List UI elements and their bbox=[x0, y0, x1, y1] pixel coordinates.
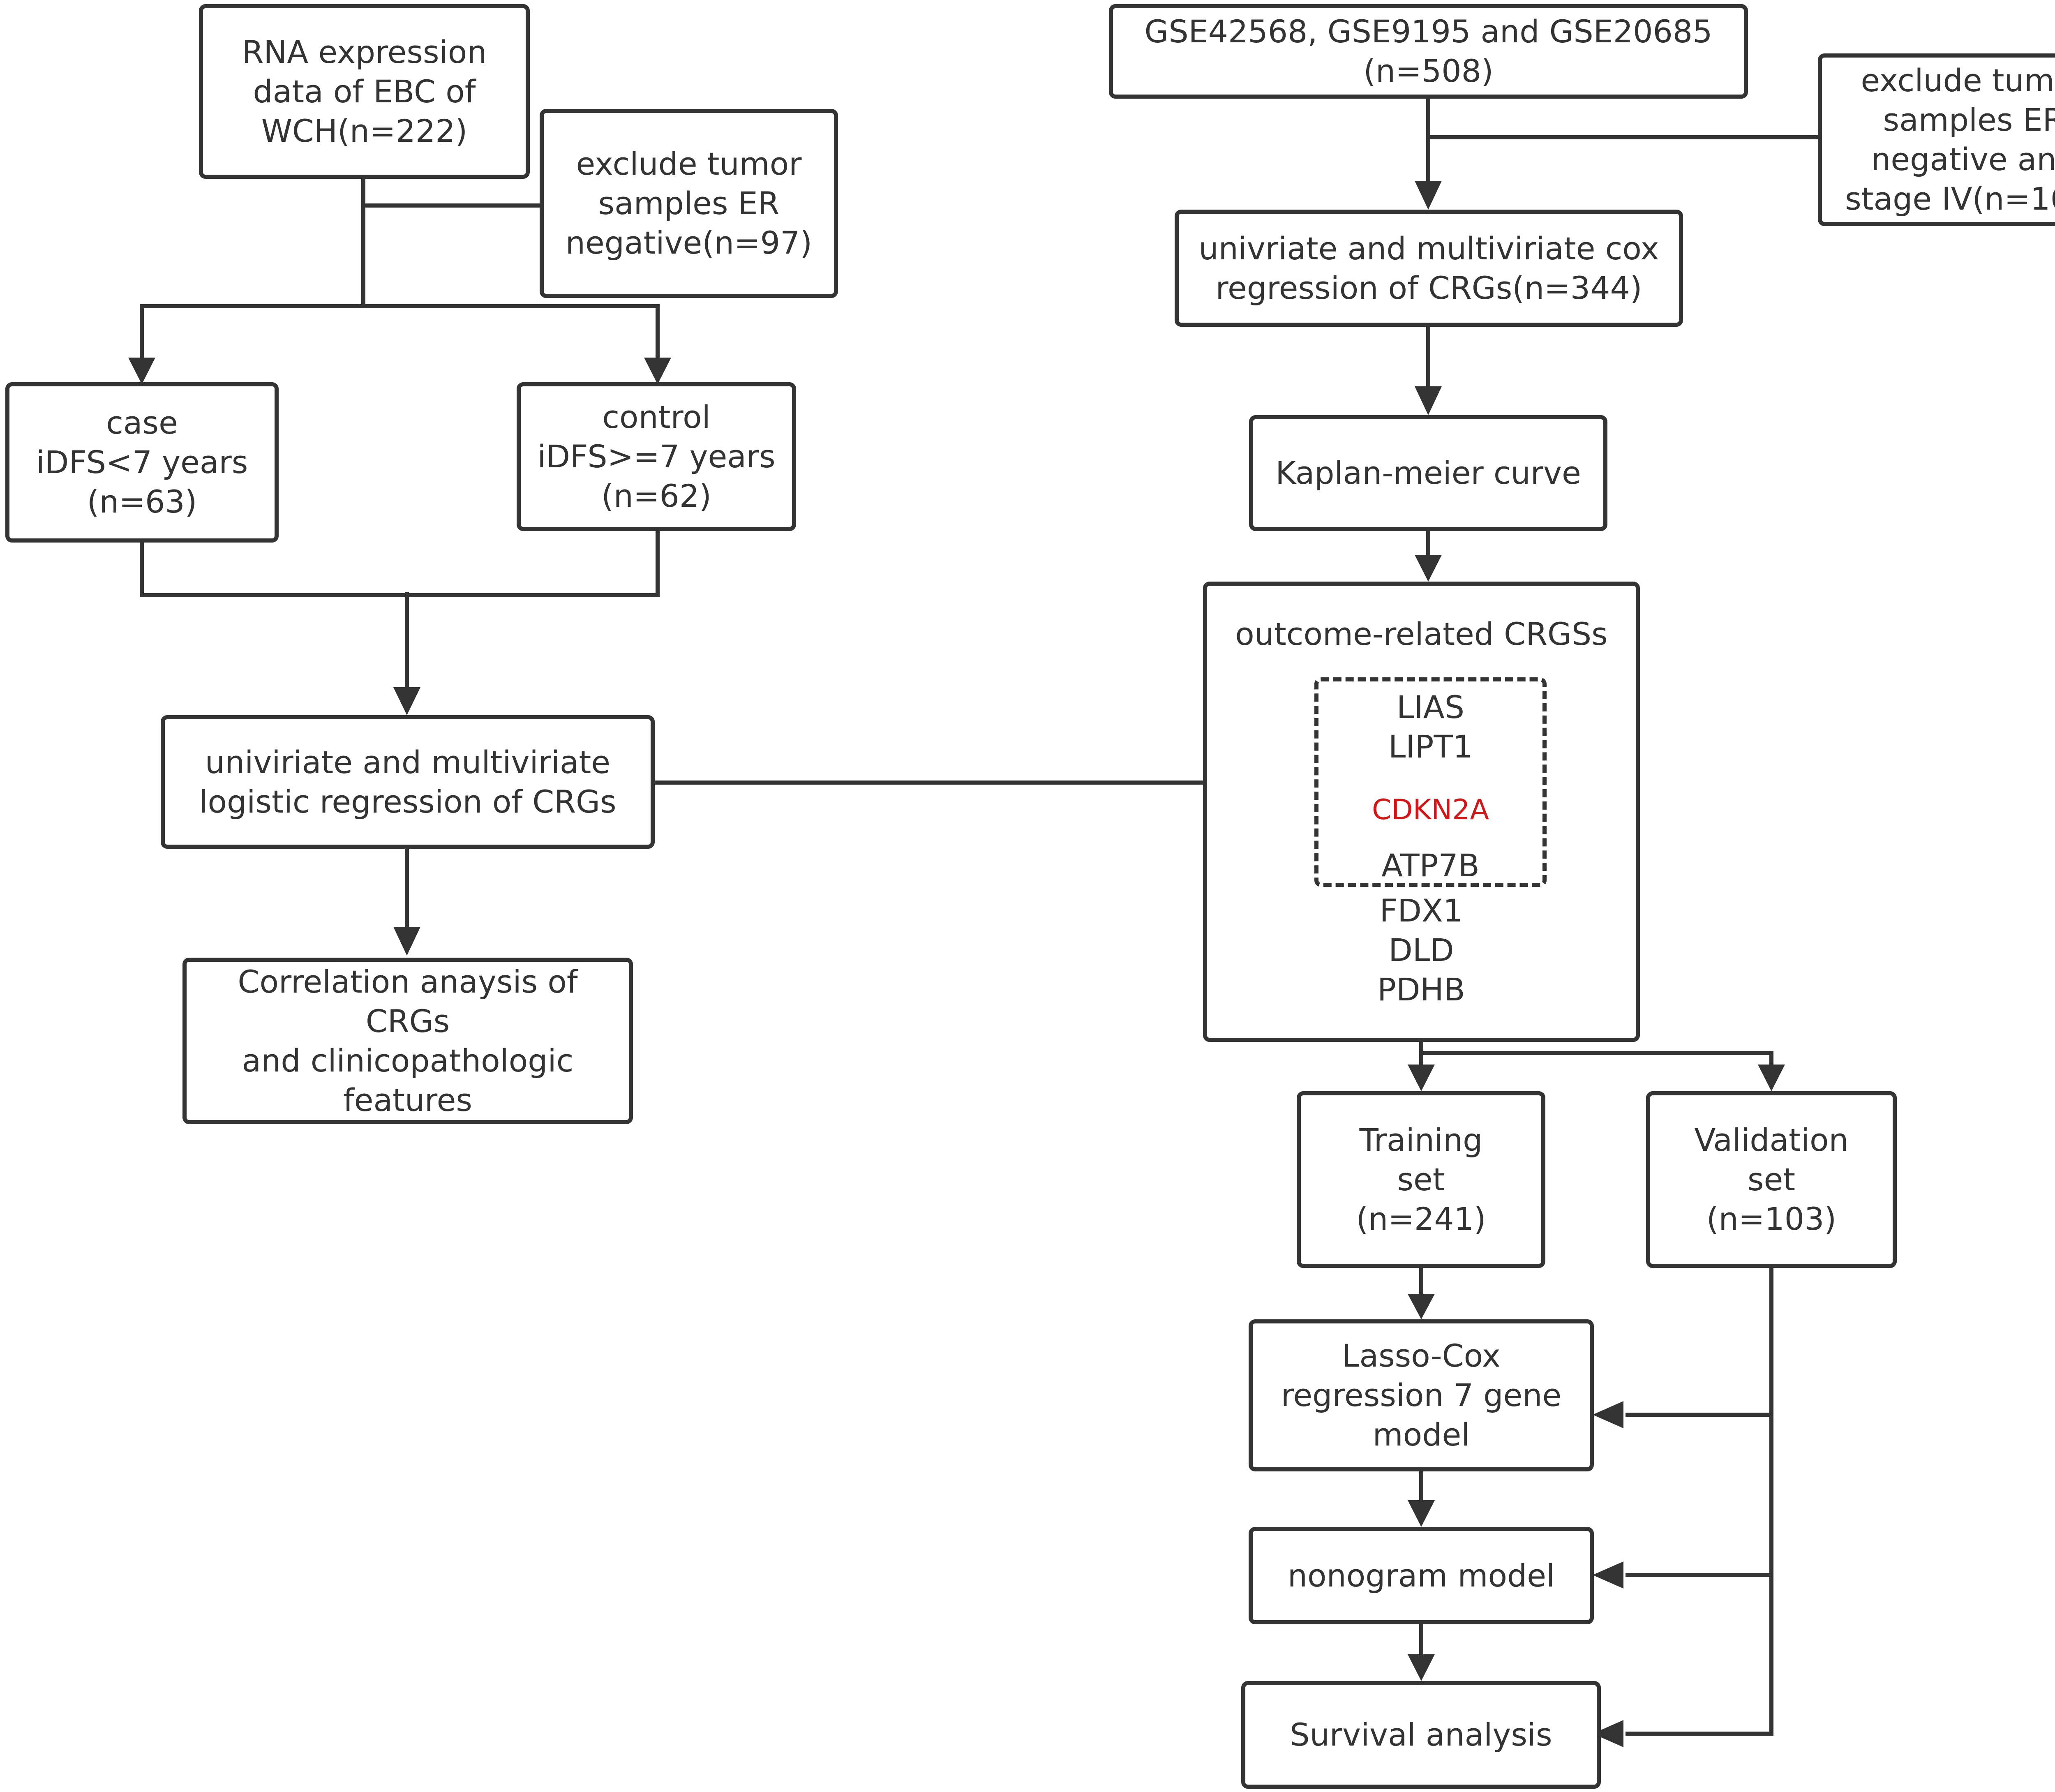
rna-expression-box: RNA expression data of EBC of WCH(n=222) bbox=[199, 4, 530, 179]
kaplan-meier-box: Kaplan-meier curve bbox=[1249, 415, 1607, 531]
arrowhead-cox bbox=[1415, 181, 1442, 210]
logistic-regression-box: univiriate and multiviriate logistic reg… bbox=[161, 715, 655, 849]
exclude-er-stage-iv-box: exclude tumor samples ER negative and st… bbox=[1818, 53, 2055, 226]
gene-fdx1: FDX1 bbox=[1379, 892, 1463, 929]
connector-validation-feed bbox=[1626, 1266, 1773, 1736]
control-box: control iDFS>=7 years (n=62) bbox=[517, 382, 796, 531]
case-box: case iDFS<7 years (n=63) bbox=[5, 382, 279, 543]
arrowhead-feed-lasso bbox=[1593, 1401, 1623, 1428]
gene-pdhb: PDHB bbox=[1377, 971, 1465, 1008]
survival-analysis-box: Survival analysis bbox=[1241, 1681, 1601, 1789]
validation-set-box: Validation set (n=103) bbox=[1646, 1091, 1897, 1268]
gene-cdkn2a: CDKN2A bbox=[1372, 794, 1489, 826]
gene-dld: DLD bbox=[1388, 932, 1454, 968]
arrowhead-training bbox=[1408, 1065, 1435, 1091]
arrowhead-nomogram bbox=[1408, 1500, 1435, 1527]
arrowhead-case bbox=[128, 358, 155, 384]
arrowhead-outcome bbox=[1415, 555, 1442, 582]
gene-lias: LIAS bbox=[1397, 689, 1464, 725]
connector-split-sets bbox=[1419, 1040, 1773, 1067]
connector-split-case-control bbox=[140, 304, 660, 362]
arrowhead-km bbox=[1415, 386, 1442, 415]
other-genes-list: FDX1 DLD PDHB bbox=[1314, 891, 1528, 1014]
arrowhead-survival bbox=[1408, 1654, 1435, 1681]
outcome-title: outcome-related CRGSs bbox=[1235, 616, 1608, 652]
arrowhead-logistic bbox=[393, 687, 420, 715]
arrowhead-feed-survival bbox=[1593, 1720, 1623, 1747]
correlation-analysis-box: Correlation anaysis of CRGs and clinicop… bbox=[182, 958, 633, 1124]
exclude-er-negative-box: exclude tumor samples ER negative(n=97) bbox=[540, 109, 838, 298]
arrowhead-control bbox=[644, 358, 671, 384]
gse-datasets-box: GSE42568, GSE9195 and GSE20685 (n=508) bbox=[1109, 4, 1748, 99]
arrowhead-correlation bbox=[393, 927, 420, 956]
lasso-cox-model-box: Lasso-Cox regression 7 gene model bbox=[1249, 1319, 1594, 1471]
training-set-box: Training set (n=241) bbox=[1297, 1091, 1545, 1268]
highlighted-genes-frame: LIAS LIPT1 CDKN2A ATP7B bbox=[1314, 677, 1547, 887]
cox-regression-box: univriate and multiviriate cox regressio… bbox=[1175, 210, 1683, 327]
gene-lipt1: LIPT1 bbox=[1388, 728, 1473, 765]
arrowhead-validation bbox=[1758, 1065, 1785, 1091]
arrowhead-lasso bbox=[1408, 1294, 1435, 1319]
nomogram-model-box: nonogram model bbox=[1249, 1527, 1594, 1624]
connector-merge bbox=[140, 530, 660, 597]
outcome-related-crgs-box: outcome-related CRGSs bbox=[1203, 582, 1640, 1042]
arrowhead-feed-nomogram bbox=[1593, 1561, 1623, 1589]
gene-atp7b: ATP7B bbox=[1381, 847, 1480, 884]
